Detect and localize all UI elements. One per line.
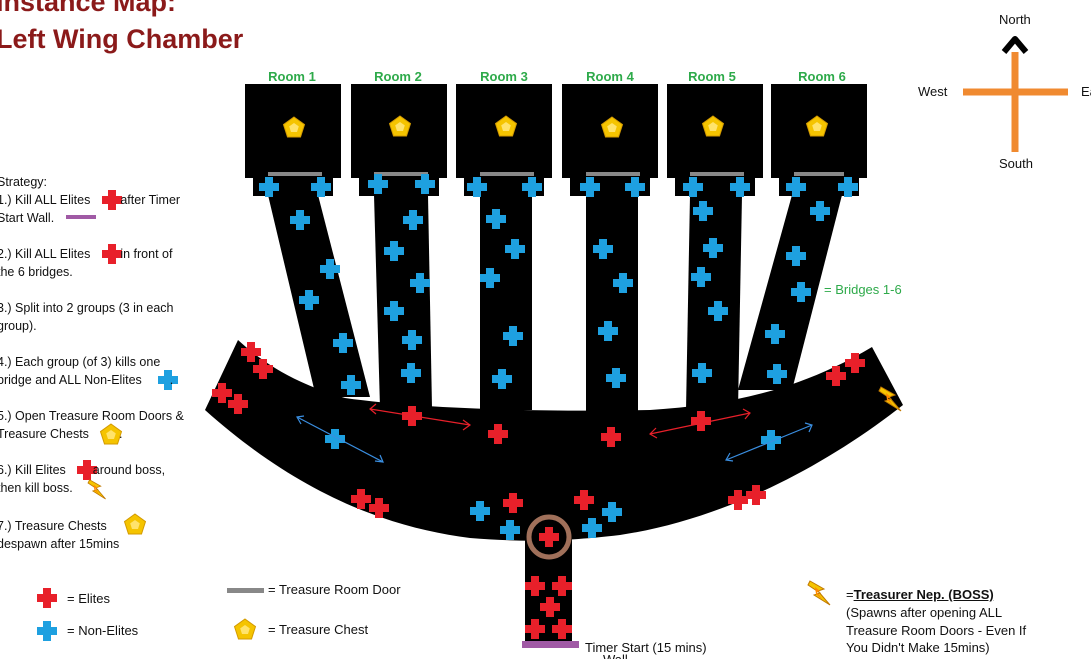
legend-non-elites-label: = Non-Elites bbox=[67, 623, 139, 638]
treasure-room-door bbox=[374, 172, 428, 176]
treasure-room-door bbox=[794, 172, 844, 176]
room-label: Room 3 bbox=[480, 69, 528, 84]
strategy-step-7: 7.) Treasure Chests bbox=[0, 519, 107, 533]
legend-elites-label: = Elites bbox=[67, 591, 110, 606]
boss-spawn-marker bbox=[526, 514, 572, 560]
door-icon bbox=[227, 588, 264, 593]
map-title-line1: Instance Map: bbox=[0, 0, 177, 17]
room-label: Room 1 bbox=[268, 69, 316, 84]
room-label: Room 6 bbox=[798, 69, 846, 84]
legend-icons bbox=[37, 580, 831, 641]
legend-chest-label: = Treasure Chest bbox=[268, 622, 369, 637]
strategy-step-7-cont: despawn after 15mins bbox=[0, 537, 120, 551]
strategy-step-1-cont: Start Wall. bbox=[0, 211, 55, 225]
room-label: Room 2 bbox=[374, 69, 422, 84]
timer-start-label: Timer Start (15 mins) bbox=[585, 640, 707, 655]
room-label: Room 5 bbox=[688, 69, 736, 84]
treasure-chest-icon bbox=[124, 513, 146, 535]
strategy-icons bbox=[66, 190, 178, 535]
strategy-step-2-cont: the 6 bridges. bbox=[0, 265, 73, 279]
treasure-room-door bbox=[480, 172, 534, 176]
compass bbox=[963, 36, 1068, 152]
non-elite-icon bbox=[37, 621, 57, 641]
strategy-step-4: 4.) Each group (of 3) kills one bbox=[0, 355, 161, 369]
map-title-line2: Left Wing Chamber bbox=[0, 24, 244, 54]
strategy-step-5-cont: Treasure Chests. bbox=[0, 427, 123, 441]
treasure-room-doors bbox=[268, 172, 844, 176]
bridge-6 bbox=[738, 195, 842, 390]
boss-bolt-icon bbox=[807, 580, 831, 606]
timer-start-label-cont: Wall bbox=[603, 652, 628, 659]
north-arrow-icon bbox=[1001, 36, 1029, 54]
strategy-step-5: 5.) Open Treasure Room Doors & bbox=[0, 409, 184, 423]
strategy-step-3: 3.) Split into 2 groups (3 in each bbox=[0, 301, 174, 315]
treasure-room-door bbox=[586, 172, 640, 176]
compass-west-label: West bbox=[918, 84, 948, 99]
bridges-label: = Bridges 1-6 bbox=[824, 282, 902, 297]
elite-icon bbox=[37, 588, 57, 608]
treasure-chest-icon bbox=[234, 618, 256, 640]
strategy-step-4-cont: bridge and ALL Non-Elites. bbox=[0, 373, 174, 387]
compass-east-label: East bbox=[1081, 84, 1091, 99]
room-label: Room 4 bbox=[586, 69, 634, 84]
main-chamber bbox=[205, 340, 903, 541]
room-labels: Room 1 Room 2 Room 3 Room 4 Room 5 Room … bbox=[268, 69, 846, 84]
legend-boss-note-3: You Didn't Make 15mins) bbox=[846, 640, 990, 655]
timer-wall-icon bbox=[66, 215, 96, 219]
strategy-heading: Strategy: bbox=[0, 175, 48, 189]
legend-boss-label: =Treasurer Nep. (BOSS) bbox=[846, 587, 994, 602]
rooms bbox=[245, 84, 867, 196]
boss-bolt-icon bbox=[87, 479, 106, 500]
legend-boss-note-2: Treasure Room Doors - Even If bbox=[846, 623, 1027, 638]
legend-door-label: = Treasure Room Door bbox=[268, 582, 401, 597]
compass-north-label: North bbox=[999, 12, 1031, 27]
treasure-room-door bbox=[690, 172, 744, 176]
treasure-room-door bbox=[268, 172, 322, 176]
strategy-step-3-cont: group). bbox=[0, 319, 37, 333]
legend-boss-note-1: (Spawns after opening ALL bbox=[846, 605, 1003, 620]
boss-name: Treasurer Nep. (BOSS) bbox=[853, 587, 994, 602]
compass-south-label: South bbox=[999, 156, 1033, 171]
timer-start-wall bbox=[522, 641, 579, 648]
strategy-step-6-cont: then kill boss. bbox=[0, 481, 73, 495]
